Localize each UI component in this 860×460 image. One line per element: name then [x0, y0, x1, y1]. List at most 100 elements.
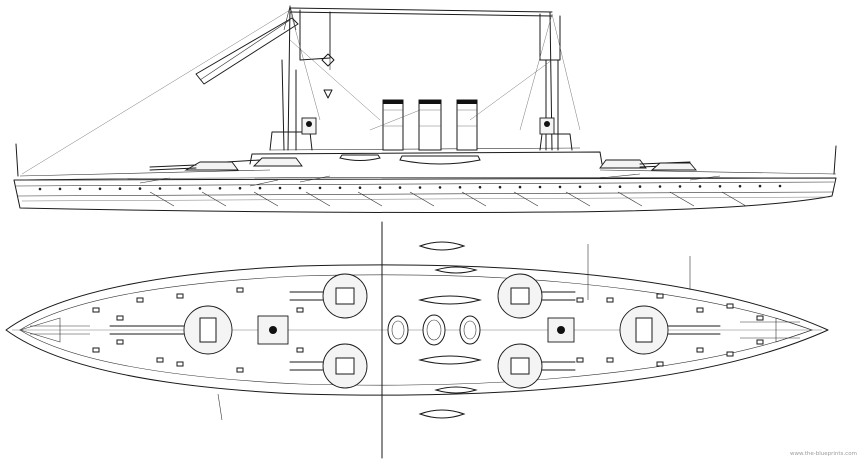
- scuttle: [278, 186, 282, 190]
- turret-aft-plan: [619, 305, 721, 355]
- scuttle: [398, 186, 402, 189]
- scuttle: [238, 186, 242, 190]
- scuttle: [58, 187, 62, 191]
- deck-fitting: [92, 307, 100, 313]
- deck-fitting: [656, 361, 664, 367]
- deck-fittings: [92, 287, 764, 373]
- scuttle: [218, 187, 222, 190]
- turret-forward-plan: [109, 305, 233, 355]
- superstructure-deck: [249, 151, 603, 165]
- hull-plan-outline: [5, 264, 829, 396]
- deck-fitting: [156, 357, 164, 363]
- scuttle: [458, 186, 462, 189]
- scuttle: [538, 185, 542, 189]
- scuttle: [618, 185, 622, 188]
- bridge-forward: [269, 131, 313, 151]
- net-boom: [461, 191, 487, 207]
- turret-wing-stbd-aft: [497, 343, 576, 389]
- mainmast: [539, 11, 559, 151]
- stern-flagstaff: [833, 145, 837, 175]
- scuttle: [578, 185, 582, 189]
- rigging-lines: [21, 9, 581, 175]
- scuttle: [178, 187, 182, 190]
- scuttle: [658, 185, 662, 188]
- torpedo-net-booms: [149, 191, 747, 207]
- deck-fitting: [296, 307, 304, 313]
- waterline: [17, 191, 835, 197]
- aft-turret-side: [599, 159, 697, 171]
- scuttle: [478, 185, 482, 189]
- net-boom: [721, 191, 747, 207]
- scuttle: [498, 185, 502, 189]
- deck-fitting: [756, 315, 764, 321]
- scuttle: [598, 185, 602, 189]
- deck-fitting: [726, 351, 734, 357]
- net-boom: [513, 191, 539, 207]
- scuttle: [98, 187, 102, 191]
- side-profile-view: [13, 5, 837, 213]
- scuttle: [78, 187, 82, 191]
- scuttle: [438, 186, 442, 189]
- scuttle: [778, 184, 782, 188]
- scuttle: [198, 187, 202, 190]
- net-boom: [565, 191, 591, 207]
- sheer-line: [13, 177, 837, 181]
- scuttle: [338, 186, 342, 190]
- deck-fitting: [176, 293, 184, 299]
- scuttle: [638, 185, 642, 188]
- upper-deck-line: [15, 181, 835, 187]
- deck-fitting: [696, 347, 704, 353]
- scuttle: [558, 185, 562, 189]
- derrick-boom: [195, 17, 299, 85]
- scuttle: [738, 184, 742, 188]
- turret-wing-port-fwd: [289, 273, 368, 319]
- scuttle: [418, 186, 422, 189]
- net-boom: [149, 191, 175, 207]
- scuttle: [718, 185, 722, 188]
- scuttle: [318, 186, 322, 190]
- hull-outline: [13, 177, 837, 213]
- hull-belt-line: [21, 196, 831, 202]
- gantry-frame: [289, 7, 561, 99]
- deck-fitting: [696, 307, 704, 313]
- scuttle: [518, 185, 522, 189]
- deck-fitting: [92, 347, 100, 353]
- bridge-plan: [257, 315, 575, 345]
- scuttle: [358, 186, 362, 189]
- watermark-text: www.the-blueprints.com: [790, 451, 857, 457]
- quarterdeck: [599, 169, 837, 175]
- boats-profile: [339, 154, 481, 165]
- scuttle: [698, 185, 702, 188]
- deck-fitting: [576, 357, 584, 363]
- funnel-2: [418, 99, 442, 151]
- deck-fitting: [606, 297, 614, 303]
- funnels-plan: [387, 314, 481, 346]
- turret-wing-port-aft: [497, 273, 576, 319]
- deck-fitting: [136, 297, 144, 303]
- stern-detail: [740, 317, 813, 343]
- turret-wing-stbd-fwd: [289, 343, 368, 389]
- scuttle: [678, 185, 682, 188]
- net-boom: [617, 191, 643, 207]
- scuttle: [38, 187, 42, 191]
- top-plan-view: [5, 221, 829, 459]
- deck-fitting: [726, 303, 734, 309]
- bow-detail: [18, 317, 90, 343]
- quarter-boom-line: [217, 393, 223, 421]
- deck-fitting: [606, 357, 614, 363]
- deck-fitting: [236, 287, 244, 293]
- scuttle: [378, 186, 382, 189]
- scuttle: [298, 186, 302, 190]
- funnel-1: [382, 99, 404, 151]
- foremast: [281, 5, 317, 151]
- deck-fitting: [116, 339, 124, 345]
- deck-fitting: [236, 367, 244, 373]
- scuttle: [138, 187, 142, 190]
- forecastle-deck: [19, 169, 271, 177]
- deck-fitting: [756, 339, 764, 345]
- forward-turret-side: [149, 157, 303, 171]
- hull-scuttles: [38, 184, 782, 191]
- net-boom: [305, 191, 331, 207]
- bridge-aft: [539, 133, 573, 151]
